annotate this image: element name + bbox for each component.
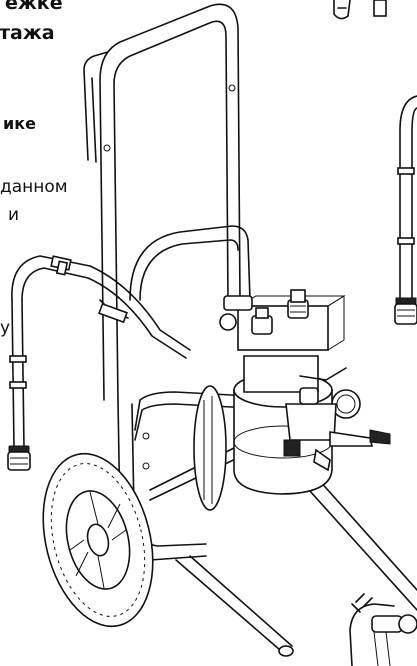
cart-handle-frame	[83, 3, 241, 401]
cart-wheel	[42, 452, 154, 628]
body-text-line-3: у	[0, 318, 11, 338]
stand-arch	[129, 225, 251, 301]
subheading: ике	[3, 114, 36, 133]
body-text-line-1: данном	[0, 177, 68, 197]
heading-line-2: тажа	[0, 22, 55, 44]
spray-gun	[349, 593, 417, 666]
cart-chassis	[117, 391, 417, 657]
heading-line-1: ежке	[5, 0, 63, 14]
hose-right-edge	[394, 95, 417, 325]
pump-assembly	[193, 289, 391, 511]
body-text-line-2: и	[8, 205, 20, 225]
suction-hose	[7, 255, 191, 471]
accessory-top-right	[333, 0, 387, 20]
